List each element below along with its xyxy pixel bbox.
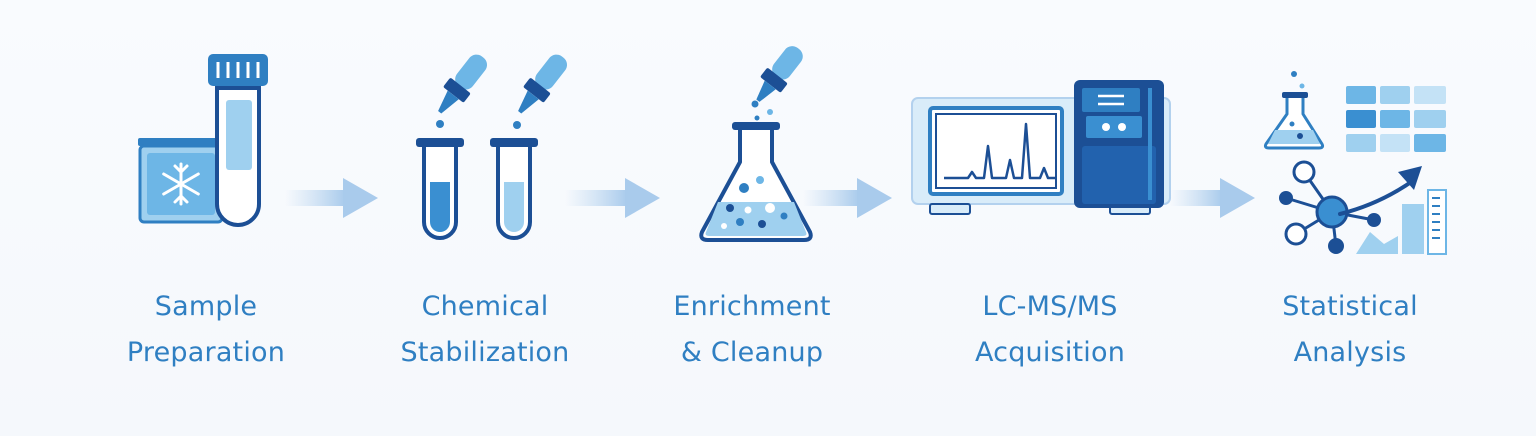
step-label-chemical-stabilization: Chemical Stabilization [355, 284, 615, 376]
snowflake-icon [162, 162, 200, 206]
test-tubes-dropper-icon [416, 54, 568, 240]
network-graph [1279, 160, 1381, 254]
step-label-line2: Acquisition [974, 337, 1126, 368]
test-tube-freezer-icon [138, 54, 268, 227]
step-label-statistical-analysis: Statistical Analysis [1220, 284, 1480, 376]
step-label-enrichment-cleanup: Enrichment & Cleanup [622, 284, 882, 376]
flow-arrow-3 [803, 178, 892, 218]
step-label-line2: Analysis [1293, 337, 1407, 368]
heatmap-grid [1346, 86, 1446, 152]
step-label-line1: Enrichment [673, 291, 831, 322]
step-label-line2: Preparation [126, 337, 286, 368]
step-label-line2: Stabilization [400, 337, 570, 368]
step-label-line1: Chemical [421, 291, 549, 322]
statistics-network-icon [1263, 71, 1447, 255]
step-label-line1: Statistical [1282, 291, 1418, 322]
flow-arrow-1 [285, 178, 378, 218]
step-label-lc-ms-ms-acquisition: LC-MS/MS Acquisition [920, 284, 1180, 376]
erlenmeyer-flask-icon [699, 46, 813, 242]
flow-arrow-4 [1170, 178, 1255, 218]
step-label-sample-preparation: Sample Preparation [76, 284, 336, 376]
step-label-line2: & Cleanup [680, 337, 824, 368]
flow-arrow-2 [565, 178, 660, 218]
mass-spectrometer-icon [911, 80, 1171, 215]
step-label-line1: LC-MS/MS [982, 291, 1118, 322]
chromatogram-trace [944, 122, 1056, 180]
step-label-line1: Sample [154, 291, 258, 322]
